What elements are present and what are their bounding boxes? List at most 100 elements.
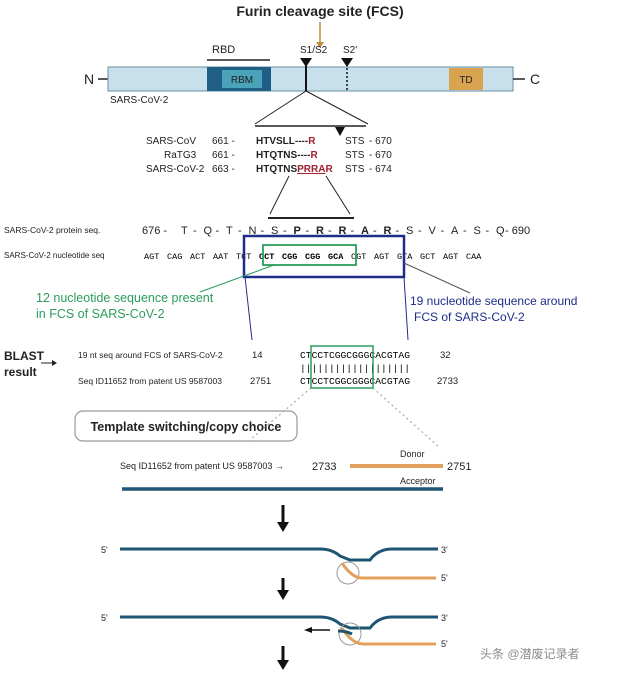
row-start: 663 - — [212, 164, 235, 175]
genome-name: SARS-CoV-2 — [110, 95, 169, 106]
protein-residue: Q — [496, 225, 505, 237]
row-seq: HTVSLL----R — [256, 136, 316, 147]
rbd-label: RBD — [212, 44, 235, 56]
alignment-match-bars: ||||||||||||||||||| — [300, 364, 410, 374]
row-end: - 674 — [369, 164, 392, 175]
protein-residue: Q — [204, 225, 213, 237]
row-post: STS — [345, 136, 365, 147]
subject-name: Seq ID11652 from patent US 9587003 — [78, 376, 222, 386]
fcs-19nt-box — [242, 234, 406, 279]
five-prime-label: 5' — [101, 545, 108, 555]
residue-separator: - — [328, 225, 332, 237]
title-arrowhead — [316, 42, 324, 48]
fcs-codon: GCA — [328, 252, 344, 262]
protein-residue: A — [451, 225, 459, 237]
codon: AGT — [374, 252, 389, 262]
template-switching-label: Template switching/copy choice — [91, 420, 282, 434]
residue-separator: - — [486, 225, 490, 237]
codon: AGT — [144, 252, 159, 262]
query-start: 14 — [252, 350, 263, 361]
residue-separator: - — [238, 225, 242, 237]
protein-end: - 690 — [505, 225, 530, 237]
protein-seq-label: SARS-CoV-2 protein seq. — [4, 225, 100, 235]
dotted-link-left — [249, 387, 312, 441]
row-start: 661 - — [212, 136, 235, 147]
protein-residue: R — [384, 225, 392, 237]
residue-separator: - — [373, 225, 377, 237]
down-arrow-3 — [277, 646, 289, 670]
blue-annotation-2: FCS of SARS-CoV-2 — [414, 310, 525, 324]
figure-title: Furin cleavage site (FCS) — [236, 3, 403, 19]
zoom-line-right — [305, 90, 369, 125]
codon: AAT — [213, 252, 228, 262]
codon: ACT — [190, 252, 205, 262]
spike-genome-bar — [107, 66, 514, 92]
blast-12nt-box — [310, 345, 374, 389]
row-seq: HTQTNSPRRAR — [256, 164, 333, 175]
alignment-cleavage-marker — [335, 127, 345, 136]
switch-circle — [336, 561, 360, 585]
residue-separator: - — [463, 225, 467, 237]
three-prime-label: 3' — [441, 613, 448, 623]
donor-label: Donor — [400, 449, 425, 459]
s2p-label: S2' — [343, 45, 357, 56]
n-terminus: N — [84, 71, 94, 87]
template-num-right: 2751 — [447, 461, 471, 473]
watermark: 头条 @潜废记录者 — [480, 646, 580, 661]
td-region — [449, 68, 483, 90]
row-name: SARS-CoV-2 — [146, 164, 205, 175]
down-arrow-1 — [277, 505, 289, 532]
residue-separator: - — [306, 225, 310, 237]
blast-label-2: result — [4, 365, 37, 379]
s1s2-label: S1/S2 — [300, 45, 328, 56]
protein-residue: R — [339, 225, 347, 237]
switch-circle — [338, 622, 362, 646]
row-end: - 670 — [369, 150, 392, 161]
nascent-strand — [340, 627, 436, 646]
green-pointer — [199, 264, 275, 293]
green-annotation-2: in FCS of SARS-CoV-2 — [36, 307, 165, 321]
c-terminus: C — [530, 71, 540, 87]
nucleotide-seq-label: SARS-CoV-2 nucleotide seq — [4, 251, 105, 260]
alignment-row: SARS-CoV 661 - HTVSLL----R STS - 670 — [146, 136, 392, 147]
acceptor-label: Acceptor — [400, 476, 436, 486]
protein-residue: S — [271, 225, 278, 237]
blue-pointer — [403, 262, 471, 294]
codon: CAG — [167, 252, 182, 262]
row-start: 661 - — [212, 150, 235, 161]
row-name: RaTG3 — [164, 150, 197, 161]
five-prime-label: 5' — [101, 613, 108, 623]
row-seq: HTQTNS----R — [256, 150, 318, 161]
zoom-line-right-2 — [325, 175, 351, 215]
nascent-strand — [340, 562, 436, 580]
zoom-line-left — [254, 90, 307, 125]
fcs-codon: CGG — [282, 252, 297, 262]
rbm-region — [222, 70, 262, 88]
protein-residue: R — [316, 225, 324, 237]
replication-step-1: 5' 3' 5' — [101, 545, 448, 585]
query-end: 32 — [440, 350, 451, 361]
codon: CGT — [351, 252, 366, 262]
rbm-label: RBM — [231, 75, 253, 86]
direction-arrowhead — [304, 627, 312, 633]
protein-residues: T-Q-T-N-S-P-R-R-A-R-S-V-A-S-Q — [181, 225, 505, 237]
codon: GCT — [420, 252, 435, 262]
blue-annotation-1: 19 nucleotide sequence around — [410, 294, 577, 308]
alignment-row: RaTG3 661 - HTQTNS----R STS - 670 — [164, 150, 392, 161]
fcs-12nt-box — [262, 244, 357, 266]
protein-residue: A — [361, 225, 369, 237]
protein-residue: V — [429, 225, 437, 237]
fcs-codon: CCT — [259, 252, 274, 262]
residue-separator: - — [216, 225, 220, 237]
protein-residue: S — [474, 225, 481, 237]
row-end: - 670 — [369, 136, 392, 147]
residue-separator: - — [396, 225, 400, 237]
residue-separator: - — [418, 225, 422, 237]
alignment-row: SARS-CoV-2 663 - HTQTNSPRRAR STS - 674 — [146, 164, 392, 175]
protein-residue: T — [181, 225, 188, 237]
subject-seq: CTCCTCGGCGGGCACGTAG — [300, 376, 410, 387]
down-arrow-2 — [277, 578, 289, 600]
